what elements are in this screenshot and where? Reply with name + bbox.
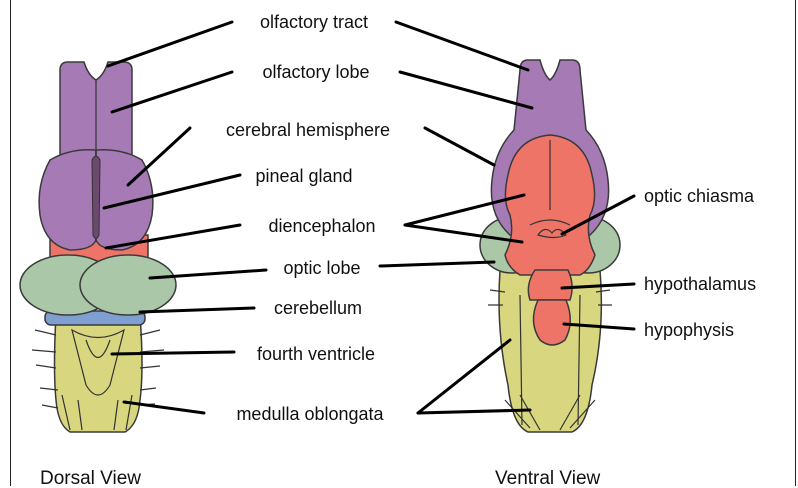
label-hypophysis: hypophysis	[644, 320, 734, 340]
dorsal-brain	[20, 62, 176, 432]
label-diencephalon: diencephalon	[268, 216, 375, 236]
dorsal-pineal-gland	[92, 156, 100, 239]
label-olfactory-lobe: olfactory lobe	[262, 62, 369, 82]
label-optic-lobe: optic lobe	[283, 258, 360, 278]
label-olfactory-tract: olfactory tract	[260, 12, 368, 32]
label-fourth-ventricle: fourth ventricle	[257, 344, 375, 364]
label-hypothalamus: hypothalamus	[644, 274, 756, 294]
ventral-brain	[480, 60, 620, 432]
caption-ventral-view: Ventral View	[495, 468, 601, 488]
label-cerebral-hemisphere: cerebral hemisphere	[226, 120, 390, 140]
label-cerebellum: cerebellum	[274, 298, 362, 318]
label-medulla-oblongata: medulla oblongata	[236, 404, 384, 424]
dorsal-hemisphere-right	[96, 150, 153, 250]
label-pineal-gland: pineal gland	[255, 166, 352, 186]
ventral-hypothalamus	[528, 270, 572, 300]
caption-dorsal-view: Dorsal View	[40, 468, 141, 488]
dorsal-hemisphere-left	[39, 150, 96, 250]
label-optic-chiasma: optic chiasma	[644, 186, 755, 206]
ventral-hypophysis	[533, 300, 570, 345]
dorsal-optic-lobe-right	[80, 255, 176, 315]
